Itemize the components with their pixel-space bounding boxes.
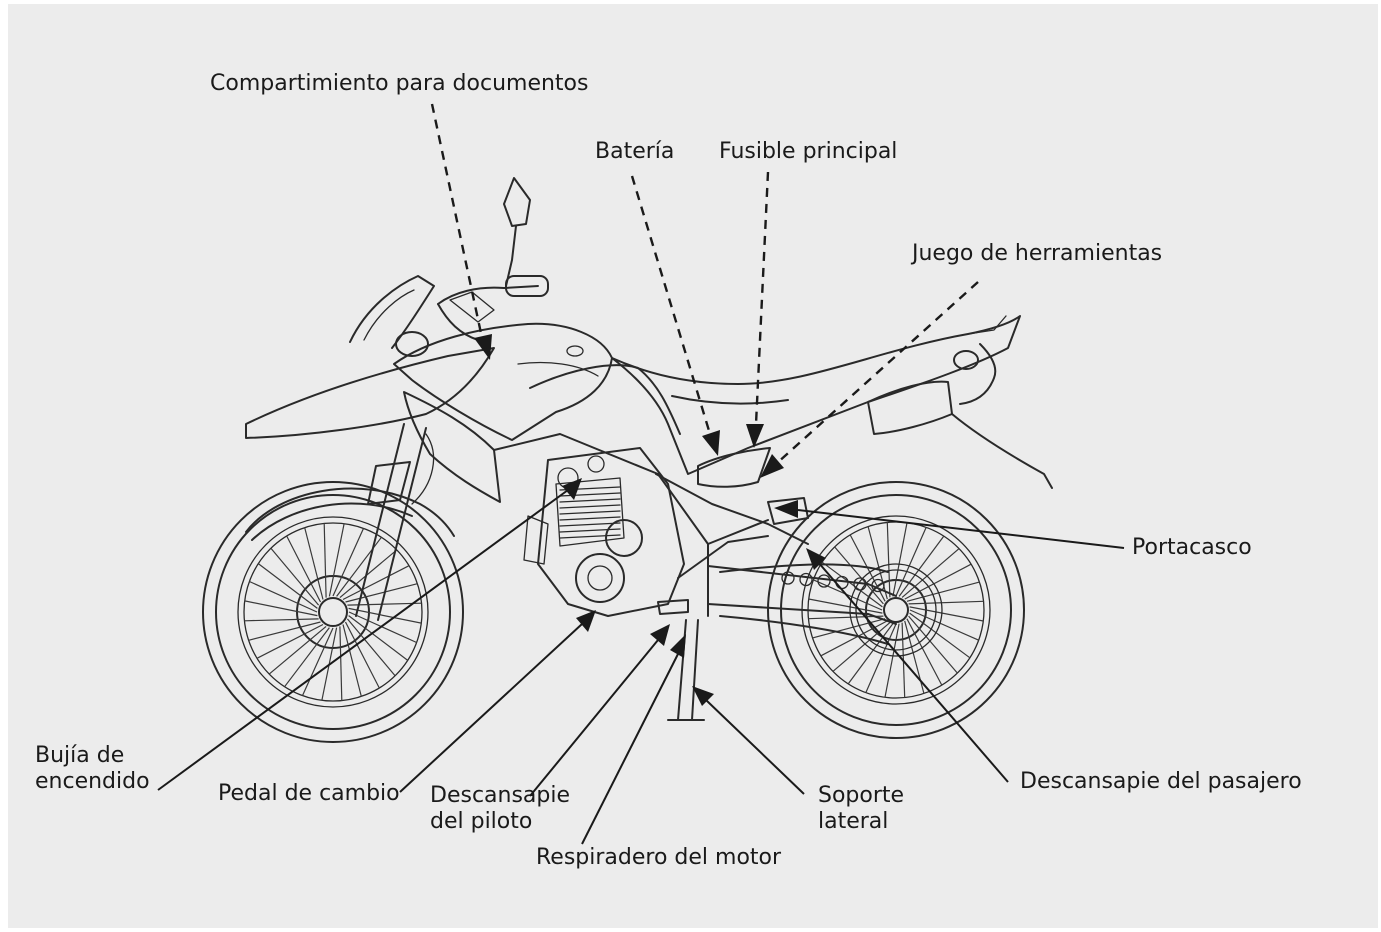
label-rider-footrest-line1: Descansapie: [430, 783, 570, 808]
label-main-fuse: Fusible principal: [719, 139, 897, 164]
label-side-stand-line1: Soporte: [818, 783, 904, 808]
label-battery: Batería: [595, 139, 674, 164]
label-spark-plug-line2: encendido: [35, 769, 150, 794]
label-engine-breather: Respiradero del motor: [536, 845, 782, 870]
label-tool-kit: Juego de herramientas: [910, 241, 1162, 266]
label-side-stand-line2: lateral: [818, 809, 888, 834]
diagram-panel: Compartimiento para documentos Batería F…: [8, 4, 1378, 928]
label-passenger-footrest: Descansapie del pasajero: [1020, 769, 1302, 794]
label-helmet-holder: Portacasco: [1132, 535, 1252, 560]
label-spark-plug-line1: Bujía de: [35, 743, 124, 768]
label-document-compartment: Compartimiento para documentos: [210, 71, 588, 96]
motorcycle-diagram: Compartimiento para documentos Batería F…: [8, 4, 1378, 928]
label-gear-pedal: Pedal de cambio: [218, 781, 400, 806]
label-rider-footrest-line2: del piloto: [430, 809, 532, 834]
